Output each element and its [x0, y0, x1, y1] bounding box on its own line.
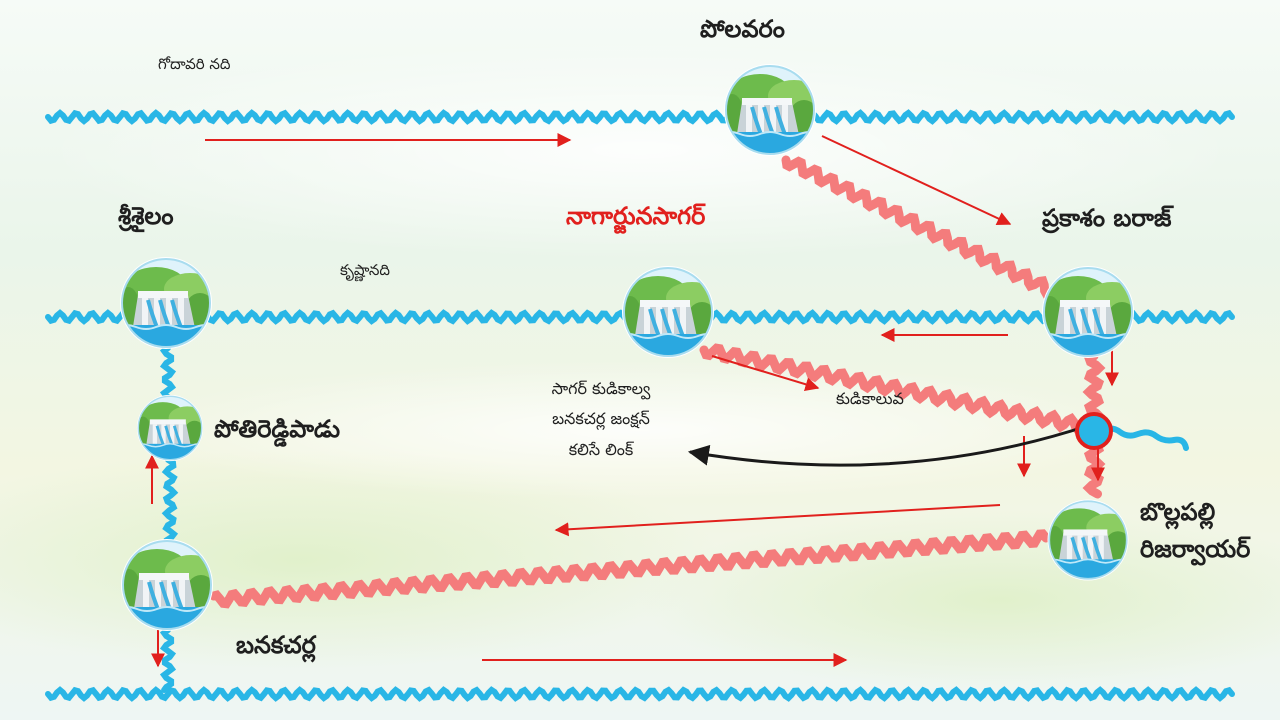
link-label-line-2: బనకచర్ల జంక్షన్ — [552, 409, 650, 429]
sagar-right-canal — [699, 343, 1086, 437]
bollapalli-label-line-1: బొల్లపల్లి — [1140, 498, 1216, 526]
link-label-line-1: సాగర్ కుడికాల్వ — [551, 379, 651, 398]
flow-arrow — [554, 504, 1001, 537]
bollapalli-banakacherla-canal — [209, 529, 1051, 609]
branch-stream — [1099, 425, 1189, 451]
srisailam-pothireddypadu-link — [159, 345, 177, 405]
bollapalli-label-line-2: రిజర్వాయర్ — [1140, 535, 1251, 564]
junction-marker — [1075, 412, 1113, 450]
nagarjuna-sagar-label: నాగార్జునసాగర్ — [566, 202, 706, 230]
flow-arrow — [711, 355, 820, 392]
link-arrow — [687, 423, 1091, 467]
flow-arrow — [821, 135, 1012, 225]
kudikaluva-label: కుడికాలువ — [836, 389, 904, 408]
link-label-line-3: కలిసే లింక్ — [568, 439, 634, 459]
polavaram-prakasam-canal — [781, 155, 1066, 303]
bollapalli-reservoir-label: బొల్లపల్లి రిజర్వాయర్ — [1140, 494, 1250, 568]
banakacherla-label: బనకచర్ల — [236, 631, 316, 659]
bottom-river — [45, 686, 1235, 702]
krishna-river-label: కృష్ణానది — [340, 261, 390, 279]
pothireddypadu-label: పోతిరెడ్డిపాడు — [214, 415, 340, 443]
godavari-river — [45, 109, 1235, 125]
link-label: సాగర్ కుడికాల్వ బనకచర్ల జంక్షన్ కలిసే లి… — [506, 379, 696, 459]
prakasam-barrage-label: ప్రకాశం బరాజ్ — [1042, 204, 1172, 232]
srisailam-label: శ్రీశైలం — [118, 202, 174, 230]
godavari-river-label: గోదావరి నది — [158, 55, 231, 73]
polavaram-label: పోలవరం — [700, 15, 785, 43]
pothireddypadu-banakacherla-link — [161, 451, 179, 549]
